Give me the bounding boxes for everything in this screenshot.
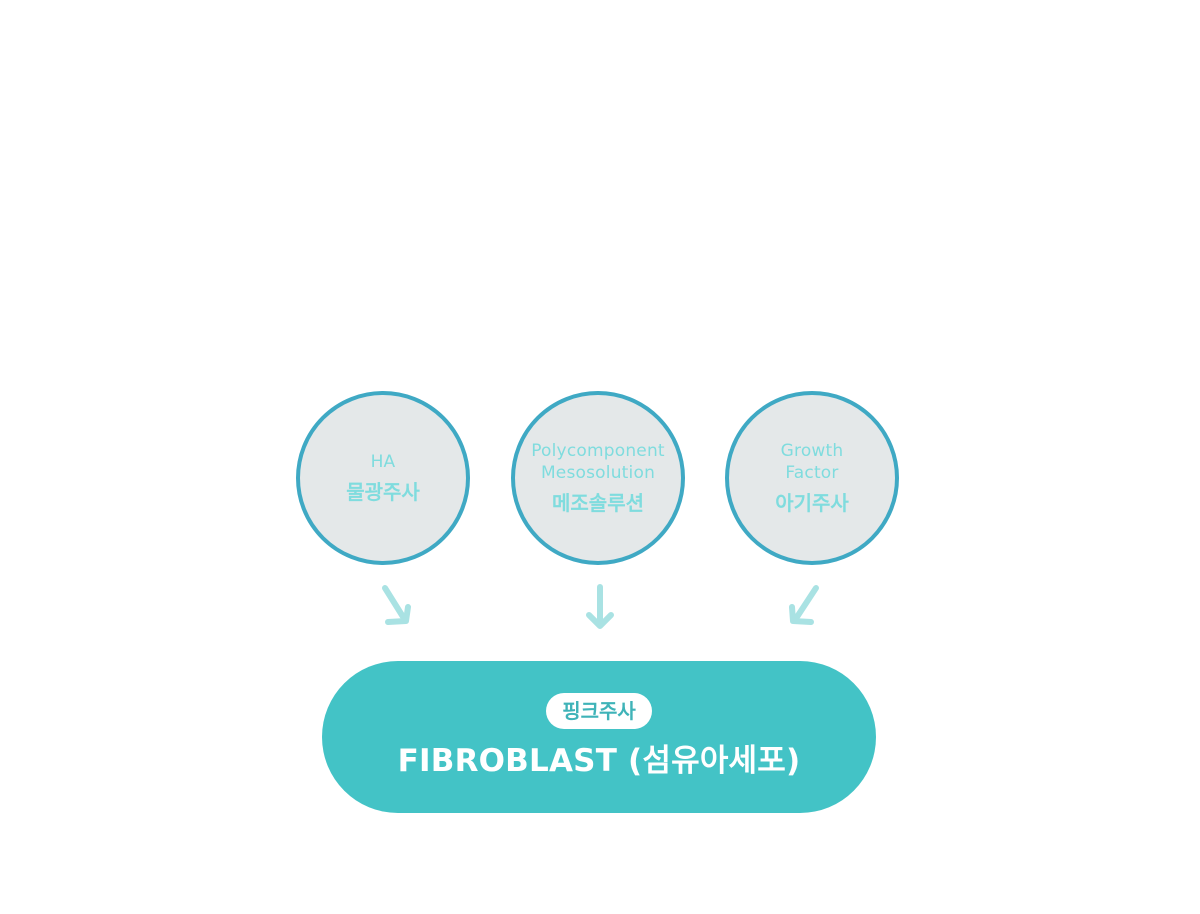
arrow-down-left-icon	[789, 585, 819, 625]
source-en-label: HA	[370, 452, 396, 472]
source-en-label: Polycomponent Mesosolution	[531, 441, 665, 483]
source-en-label: Growth Factor	[780, 441, 844, 483]
source-circle-ha: HA 물광주사	[296, 391, 470, 565]
source-ko-label: 물광주사	[346, 480, 420, 504]
source-circle-mesosolution: Polycomponent Mesosolution 메조솔루션	[511, 391, 685, 565]
source-ko-label: 메조솔루션	[552, 491, 644, 515]
source-ko-label: 아기주사	[775, 491, 849, 515]
source-circle-growth-factor: Growth Factor 아기주사	[725, 391, 899, 565]
arrow-down-icon	[586, 584, 614, 629]
fibroblast-title: FIBROBLAST (섬유아세포)	[397, 743, 801, 779]
arrow-down-right-icon	[382, 585, 411, 625]
pink-injection-tag: 핑크주사	[546, 693, 652, 729]
fibroblast-target: 핑크주사 FIBROBLAST (섬유아세포)	[322, 661, 876, 813]
